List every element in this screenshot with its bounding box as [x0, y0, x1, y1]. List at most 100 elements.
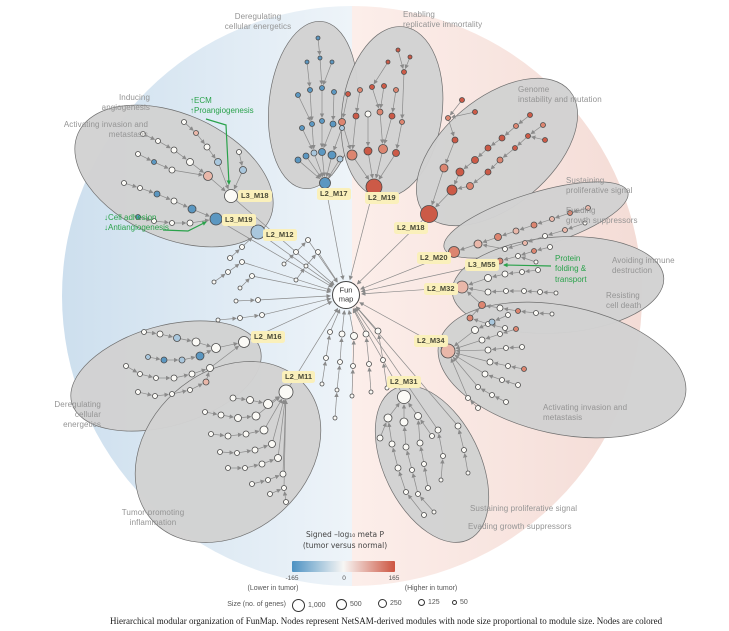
module-node: [327, 329, 333, 335]
module-node: [329, 59, 335, 65]
module-node: [446, 184, 458, 196]
spoke: [341, 310, 347, 332]
module-node: [259, 312, 265, 318]
edge: [306, 63, 312, 87]
module-node: [217, 411, 225, 419]
edge: [208, 149, 216, 159]
spoke: [347, 309, 354, 333]
edge: [463, 161, 473, 170]
edge: [174, 170, 203, 177]
edge: [468, 278, 485, 286]
module-node: [249, 273, 255, 279]
module-node: [123, 363, 129, 369]
module-node: [540, 122, 546, 128]
module-node: [425, 485, 431, 491]
edge: [213, 432, 225, 438]
edge: [222, 450, 234, 455]
module-node: [339, 125, 345, 131]
edge: [509, 345, 520, 350]
edge: [531, 135, 543, 140]
edge: [230, 432, 243, 438]
module-node: [494, 233, 502, 241]
edge: [527, 236, 543, 243]
module-node: [515, 253, 521, 259]
module-node: [519, 269, 525, 275]
edge: [491, 346, 504, 352]
module-node: [497, 331, 503, 337]
spoke: [264, 297, 332, 315]
edge: [242, 313, 259, 319]
edge: [405, 450, 412, 468]
module-node: [209, 212, 223, 226]
module-node: [393, 87, 399, 93]
module-node: [381, 83, 387, 89]
edge: [229, 263, 240, 271]
module-node: [488, 318, 496, 326]
module-node: [283, 499, 289, 505]
module-node: [515, 382, 521, 388]
edge: [482, 243, 503, 249]
edge: [381, 363, 388, 387]
module-node: [440, 453, 446, 459]
module-node: [512, 227, 520, 235]
module-node: [249, 481, 255, 487]
module-node: [302, 152, 310, 160]
module-node: [173, 334, 181, 342]
module-node: [169, 391, 175, 397]
module-node: [376, 434, 384, 442]
edge: [219, 316, 237, 321]
edge: [238, 154, 244, 166]
annotation-arrow: [162, 221, 207, 232]
module-node: [394, 464, 402, 472]
edge: [437, 433, 443, 454]
edge: [400, 74, 405, 119]
module-node: [317, 55, 323, 61]
edge: [482, 237, 495, 244]
module-node: [281, 485, 287, 491]
module-node: [338, 118, 346, 126]
center-node-label: Fun map: [338, 285, 354, 303]
module-node: [281, 261, 287, 267]
edge: [508, 270, 520, 276]
edge: [520, 256, 535, 262]
edge: [270, 474, 280, 480]
edge: [530, 126, 542, 135]
module-node: [515, 308, 521, 314]
module-node: [461, 447, 467, 453]
edge: [435, 193, 449, 208]
module-node: [401, 69, 407, 75]
module-node: [310, 149, 318, 157]
edge: [572, 208, 586, 214]
edge: [162, 333, 174, 339]
edge: [383, 118, 392, 145]
module-node: [484, 346, 492, 354]
module-node: [349, 393, 355, 399]
edge: [185, 123, 194, 131]
edge: [449, 101, 461, 116]
module-node: [217, 449, 223, 455]
module-node: [155, 138, 161, 144]
module-node: [395, 47, 401, 53]
module-node: [489, 392, 495, 398]
module-node: [496, 156, 504, 164]
edge: [539, 311, 551, 316]
module-node: [309, 121, 315, 127]
edge: [525, 268, 536, 274]
edge: [199, 342, 212, 348]
edge: [543, 290, 555, 295]
module-node: [178, 356, 186, 364]
module-node: [383, 413, 393, 423]
module-node: [186, 219, 194, 227]
edge: [507, 243, 523, 249]
module-node: [465, 470, 471, 476]
module-node: [362, 330, 370, 338]
module-node: [496, 304, 504, 312]
edge: [145, 134, 156, 140]
module-node: [151, 218, 157, 224]
edge: [379, 114, 385, 144]
edge: [466, 291, 480, 303]
edge: [454, 355, 483, 373]
spoke: [221, 221, 333, 288]
module-node: [434, 426, 442, 434]
colorbar-caption-lower: (Lower in tumor): [247, 585, 299, 592]
